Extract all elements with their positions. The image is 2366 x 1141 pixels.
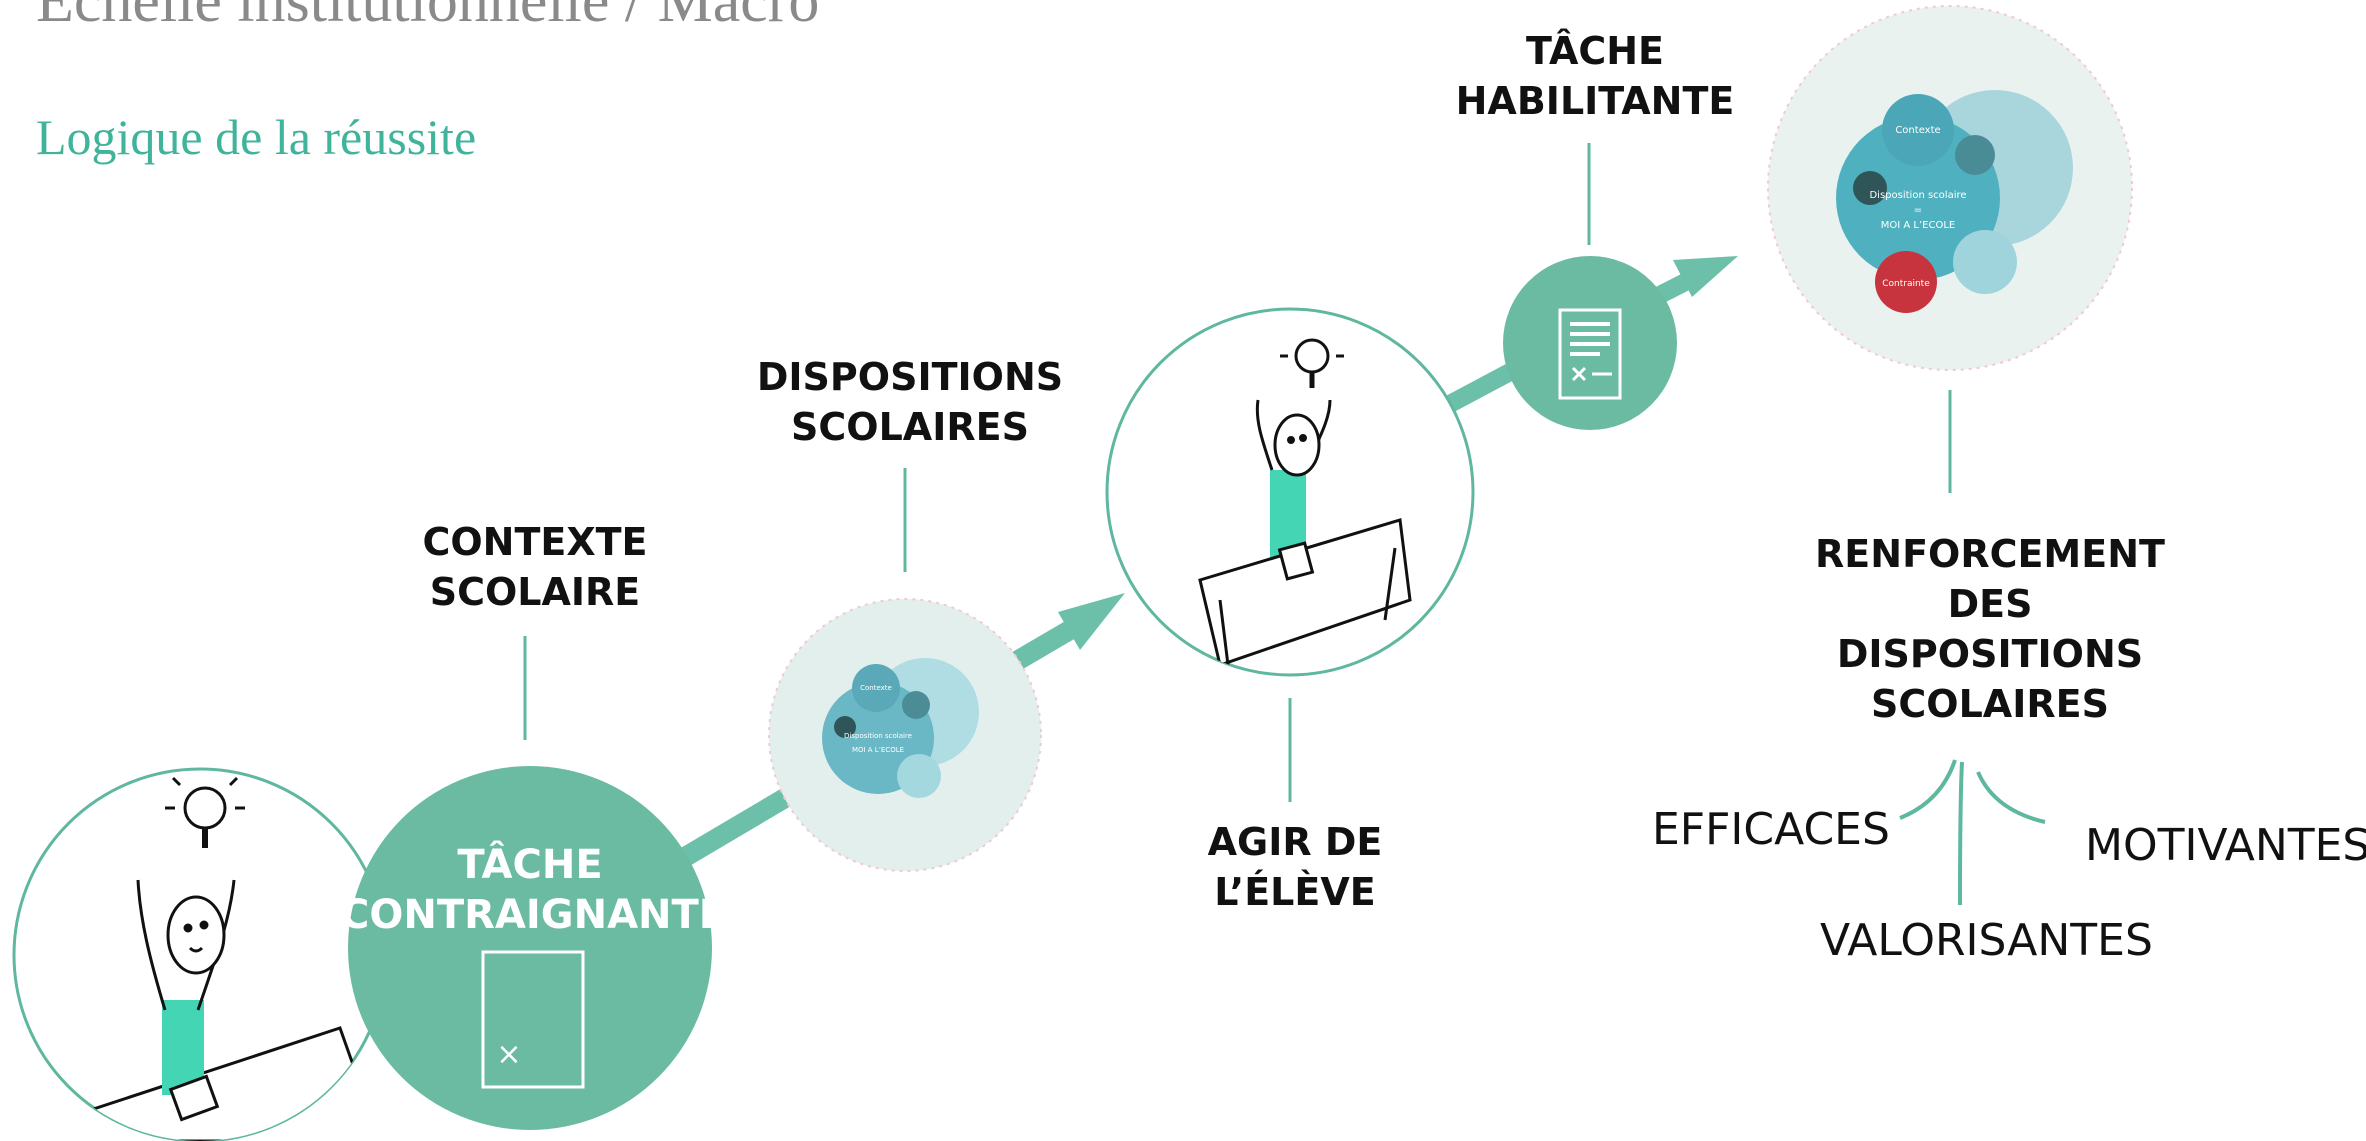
quality-efficaces: EFFICACES bbox=[1652, 804, 1890, 855]
dispositions-bubble-diagram: Contexte Disposition scolaire MOI A L’EC… bbox=[768, 598, 1042, 872]
quality-motivantes: MOTIVANTES bbox=[2085, 820, 2366, 871]
svg-text:Disposition scolaire: Disposition scolaire bbox=[844, 732, 912, 740]
svg-text:Contexte: Contexte bbox=[1895, 125, 1940, 136]
student-drawing-left bbox=[12, 767, 388, 1141]
svg-text:MOI A L’ECOLE: MOI A L’ECOLE bbox=[852, 746, 904, 754]
svg-text:MOI A L’ECOLE: MOI A L’ECOLE bbox=[1881, 220, 1955, 231]
renforcement-bubble-diagram: Contexte Disposition scolaire = MOI A L’… bbox=[1767, 5, 2133, 371]
page-subtitle: Logique de la réussite bbox=[36, 109, 477, 165]
card-mark: × bbox=[496, 1037, 521, 1072]
svg-text:Disposition scolaire: Disposition scolaire bbox=[1869, 190, 1966, 201]
svg-text:Contrainte: Contrainte bbox=[1882, 279, 1930, 289]
document-icon bbox=[1503, 256, 1677, 430]
student-drawing-middle bbox=[1105, 307, 1475, 677]
tache-contraignante-circle bbox=[348, 766, 712, 1130]
page-title: Échelle institutionnelle / Macro bbox=[36, 0, 820, 35]
quality-valorisantes: VALORISANTES bbox=[1820, 915, 2153, 966]
connector-lines bbox=[523, 143, 1952, 802]
svg-text:Contexte: Contexte bbox=[860, 684, 892, 692]
svg-text:=: = bbox=[1914, 205, 1922, 216]
progress-arrow bbox=[674, 256, 1738, 869]
branch-lines bbox=[1899, 759, 2046, 906]
